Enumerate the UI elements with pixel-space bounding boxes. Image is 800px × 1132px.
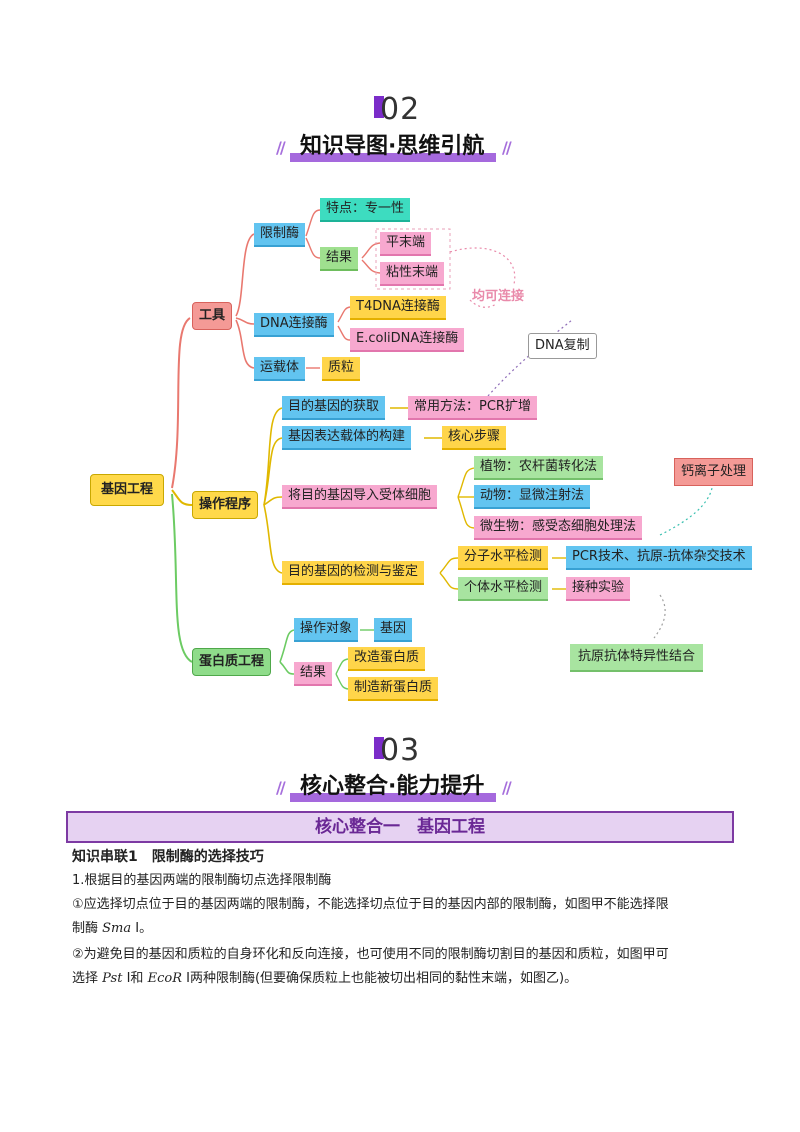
node-individual: 个体水平检测 bbox=[458, 577, 549, 601]
slash-decoration: // bbox=[276, 138, 286, 157]
node-antigen: 抗原抗体特异性结合 bbox=[570, 644, 704, 672]
label-both-connect: 均可连接 bbox=[472, 289, 525, 304]
text: 选择 bbox=[72, 971, 99, 986]
accent-bar bbox=[374, 96, 384, 118]
branch-procedure: 操作程序 bbox=[192, 491, 259, 519]
node-blunt-end: 平末端 bbox=[380, 232, 432, 256]
accent-bar bbox=[374, 737, 384, 759]
paragraph-1: 1.根据目的基因两端的限制酶切点选择限制酶 bbox=[72, 873, 332, 888]
branch-protein: 蛋白质工程 bbox=[192, 648, 272, 676]
branch-tool: 工具 bbox=[192, 302, 233, 330]
node-restriction-enzyme: 限制酶 bbox=[254, 223, 306, 247]
enzyme-name: Pst bbox=[102, 971, 123, 986]
enzyme-name: Eco bbox=[147, 971, 173, 986]
node-protein-result: 结果 bbox=[294, 662, 333, 686]
section-number-text: 03 bbox=[380, 733, 421, 768]
node-ecoli-ligase: E.coliDNA连接酶 bbox=[350, 328, 465, 352]
mindmap-root: 基因工程 bbox=[90, 474, 165, 506]
text: Ⅰ和 bbox=[126, 971, 144, 986]
paragraph-2a: ①应选择切点位于目的基因两端的限制酶，不能选择切点位于目的基因内部的限制酶，如图… bbox=[72, 897, 669, 912]
node-get-gene: 目的基因的获取 bbox=[282, 396, 386, 420]
node-plant: 植物：农杆菌转化法 bbox=[474, 456, 604, 480]
core-box-title: 核心整合一 基因工程 bbox=[66, 811, 734, 843]
mindmap-connectors bbox=[171, 209, 713, 690]
section-title: 知识导图·思维引航 bbox=[290, 128, 497, 162]
node-result: 结果 bbox=[320, 247, 359, 271]
slash-decoration: // bbox=[276, 778, 286, 797]
node-detect: 目的基因的检测与鉴定 bbox=[282, 561, 425, 585]
node-dna-ligase: DNA连接酶 bbox=[254, 313, 334, 337]
paragraph-2b: 制酶 Sma Ⅰ。 bbox=[72, 918, 152, 940]
paragraph-3a: ②为避免目的基因和质粒的自身环化和反向连接，也可使用不同的限制酶切割目的基因和质… bbox=[72, 947, 669, 962]
node-animal: 动物：显微注射法 bbox=[474, 485, 591, 509]
node-make-new: 制造新蛋白质 bbox=[348, 677, 439, 701]
node-plasmid: 质粒 bbox=[322, 357, 361, 381]
node-pcr-tech: PCR技术、抗原-抗体杂交技术 bbox=[566, 546, 752, 570]
text: 制酶 bbox=[72, 921, 99, 936]
section-number: 02 bbox=[374, 92, 421, 127]
node-feature: 特点：专一性 bbox=[320, 198, 411, 222]
node-sticky-end: 粘性末端 bbox=[380, 262, 445, 286]
section-title-text: 知识导图·思维引航 bbox=[300, 134, 485, 159]
section-title-text: 核心整合·能力提升 bbox=[300, 774, 485, 799]
node-calcium: 钙离子处理 bbox=[674, 458, 754, 486]
enzyme-name-suffix: R bbox=[172, 971, 182, 986]
slash-decoration: // bbox=[502, 138, 512, 157]
text: Ⅰ。 bbox=[135, 921, 153, 936]
node-inoculation: 接种实验 bbox=[566, 577, 631, 601]
slash-decoration: // bbox=[502, 778, 512, 797]
node-core-step: 核心步骤 bbox=[442, 426, 507, 450]
node-t4-ligase: T4DNA连接酶 bbox=[350, 296, 446, 320]
section-number: 03 bbox=[374, 733, 421, 768]
node-vector: 运载体 bbox=[254, 357, 306, 381]
node-op-target: 操作对象 bbox=[294, 618, 359, 642]
node-introduce: 将目的基因导入受体细胞 bbox=[282, 485, 438, 509]
paragraph-3b: 选择 Pst Ⅰ和 EcoR Ⅰ两种限制酶(但要确保质粒上也能被切出相同的黏性末… bbox=[72, 968, 577, 990]
section-number-text: 02 bbox=[380, 92, 421, 127]
section-title: 核心整合·能力提升 bbox=[290, 768, 497, 802]
node-gene: 基因 bbox=[374, 618, 413, 642]
node-build-vector: 基因表达载体的构建 bbox=[282, 426, 412, 450]
node-modify: 改造蛋白质 bbox=[348, 647, 426, 671]
node-pcr-method: 常用方法：PCR扩增 bbox=[408, 396, 537, 420]
node-molecular: 分子水平检测 bbox=[458, 546, 549, 570]
enzyme-name: Sma bbox=[102, 921, 132, 936]
node-microbe: 微生物：感受态细胞处理法 bbox=[474, 516, 643, 540]
knowledge-link-title: 知识串联1 限制酶的选择技巧 bbox=[72, 849, 264, 865]
text: Ⅰ两种限制酶(但要确保质粒上也能被切出相同的黏性末端，如图乙)。 bbox=[186, 971, 578, 986]
node-dna-replication: DNA复制 bbox=[528, 333, 597, 359]
